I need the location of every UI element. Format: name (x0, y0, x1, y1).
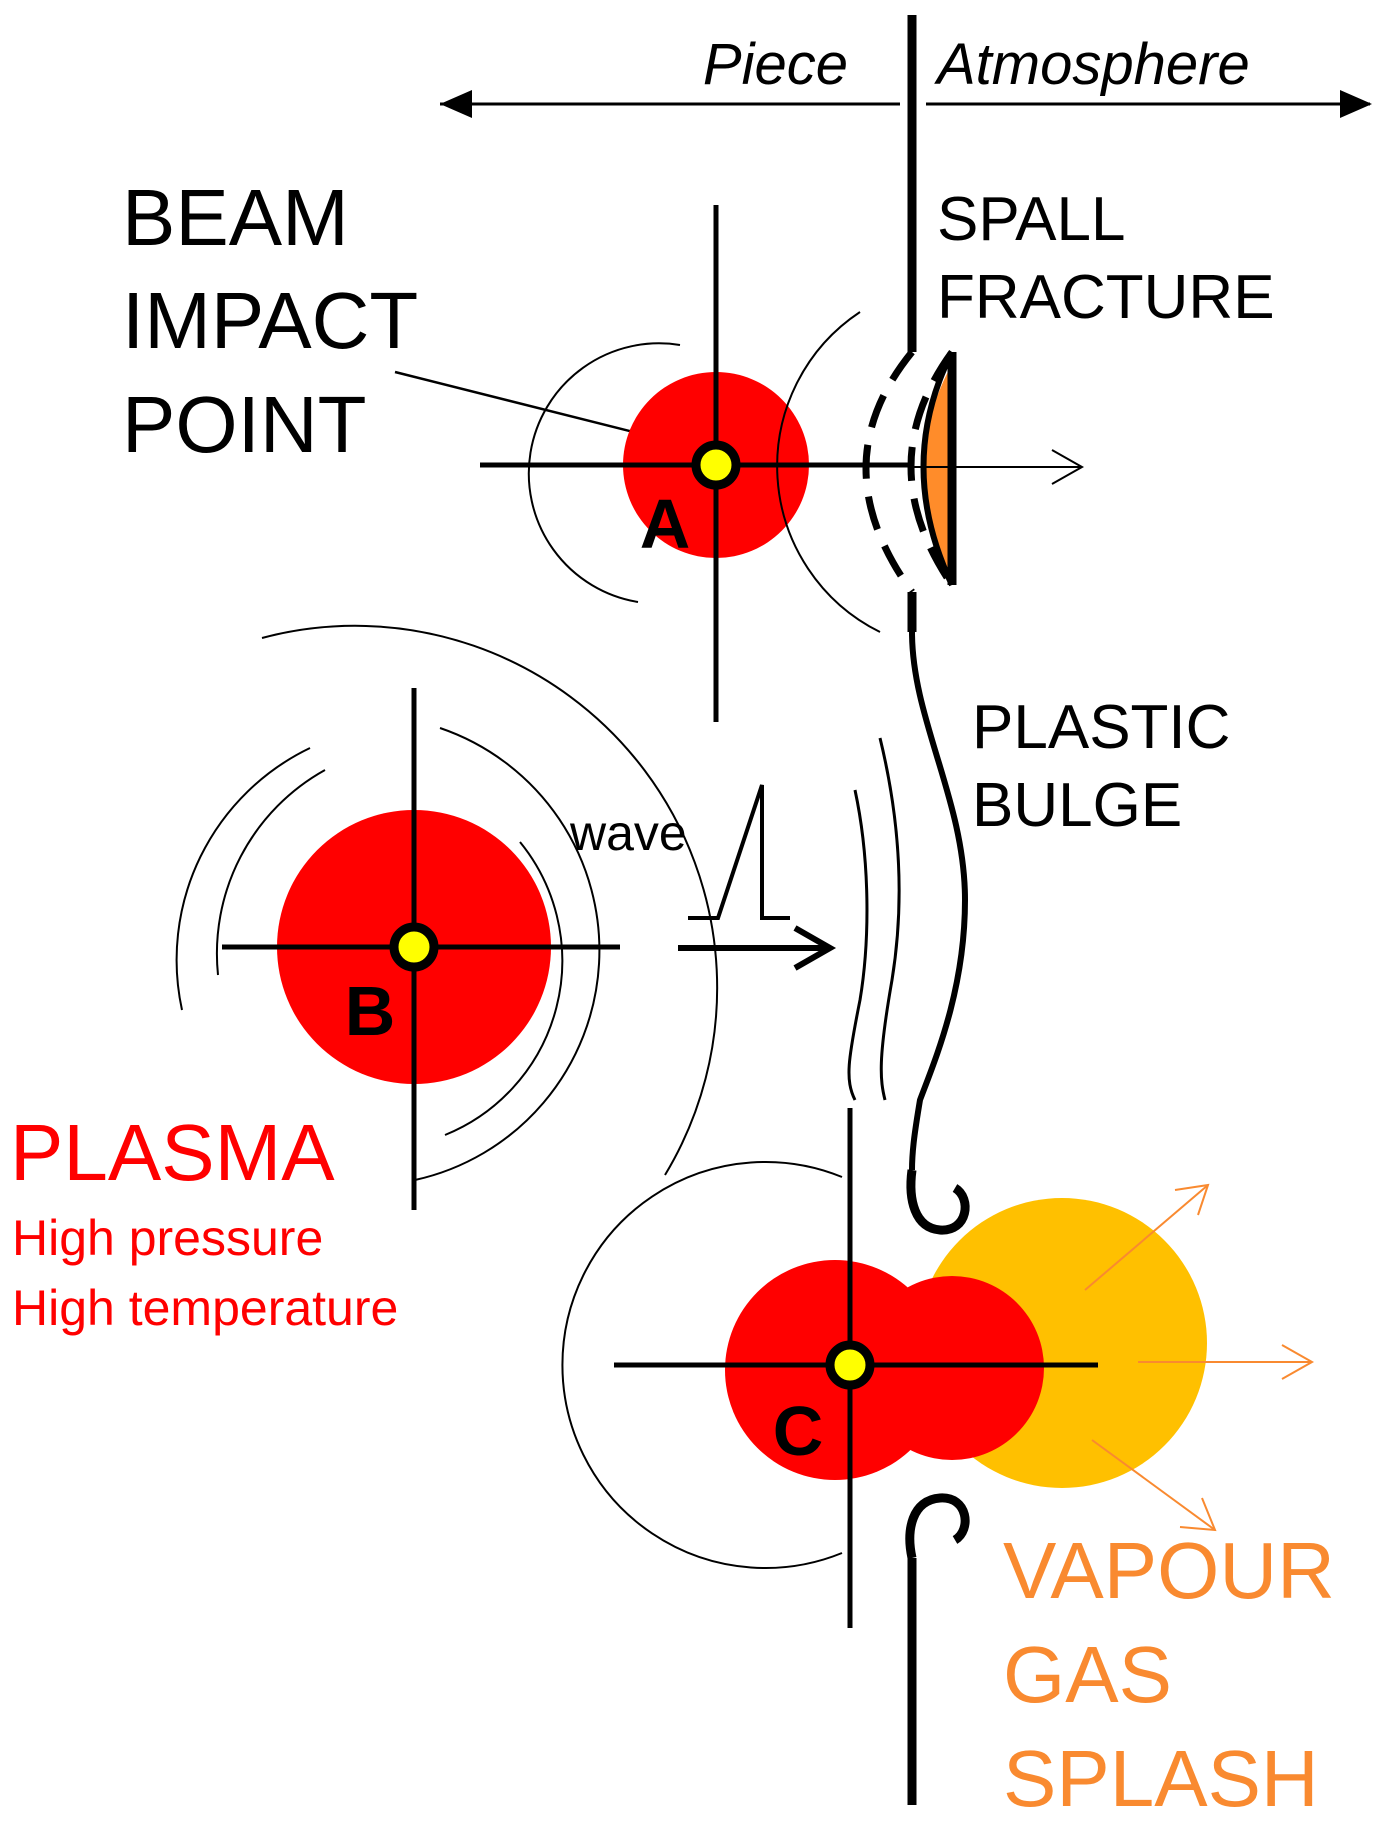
wall-curl-bottom (905, 1493, 970, 1559)
shock-arc-b-right-inner (444, 841, 564, 1136)
wave-label: wave (569, 805, 687, 861)
impact-dot-c (825, 1340, 875, 1390)
beam-impact-line-3: POINT (122, 380, 366, 469)
vapour-line-1: VAPOUR (1003, 1526, 1335, 1615)
atmosphere-label: Atmosphere (934, 32, 1250, 97)
plastic-bulge-line-1: PLASTIC (972, 693, 1230, 762)
vapour-arrow-up (1084, 1184, 1209, 1291)
spall-fracture-line-1: SPALL (937, 185, 1125, 254)
stress-wave: wave (569, 784, 837, 971)
bulge-wave-line-2 (878, 737, 901, 1101)
atmosphere-arrowhead (1340, 90, 1372, 118)
vapour-arrow-down (1091, 1439, 1216, 1531)
vapour-arrow-right-head (1281, 1344, 1315, 1380)
vapour-arrow-up-head (1174, 1183, 1210, 1216)
plastic-bulge-wall (909, 631, 969, 1171)
shock-arc-a-inner (527, 342, 681, 603)
plasma-title: PLASMA (10, 1108, 335, 1197)
shock-arc-b-right-outer (414, 727, 601, 1181)
spall-fragment (925, 368, 950, 578)
beam-impact-label: BEAM IMPACT POINT (122, 173, 706, 469)
header-axis: Piece Atmosphere (440, 32, 1372, 118)
vapour-line-3: SPLASH (1003, 1734, 1319, 1823)
vapour-arrows (1084, 1183, 1315, 1532)
impact-dot-a (691, 440, 741, 490)
beam-impact-line-2: IMPACT (122, 276, 418, 365)
plasma-line-2: High temperature (12, 1280, 398, 1336)
piece-arrowhead (440, 90, 472, 118)
wall-curl-top (906, 1169, 970, 1235)
plasma-label: PLASMA High pressure High temperature (10, 1108, 398, 1336)
impact-dot-b (389, 922, 439, 972)
spall-dashed-arc-inner (862, 349, 915, 595)
point-c-label: C (773, 1392, 824, 1470)
vapour-line-2: GAS (1003, 1630, 1172, 1719)
plastic-bulge-label: PLASTIC BULGE (972, 693, 1230, 840)
wave-direction-arrowhead (793, 925, 837, 971)
spall-fracture-label: SPALL FRACTURE (937, 185, 1275, 332)
shock-arc-b-left-outer (175, 747, 311, 1011)
wave-pulse-shape (688, 784, 790, 920)
vapour-arrow-down-head (1179, 1497, 1217, 1532)
shock-arc-a-outer (776, 311, 881, 633)
plasma-line-1: High pressure (12, 1210, 323, 1266)
spall-fracture (862, 349, 1085, 595)
plastic-bulge-line-2: BULGE (972, 771, 1182, 840)
shock-arc-c (561, 1161, 843, 1569)
bulge-waves (847, 737, 901, 1101)
spall-dashed-arc-outer (907, 349, 955, 587)
spall-ejection-arrowhead (1051, 449, 1085, 485)
beam-impact-line-1: BEAM (122, 173, 349, 262)
impact-point-c: C (561, 1108, 1207, 1628)
plasma-c-right (860, 1276, 1044, 1460)
impact-point-a: A (480, 205, 912, 722)
point-a-label: A (640, 485, 691, 563)
piece-label: Piece (703, 32, 848, 97)
vapour-label: VAPOUR GAS SPLASH (1003, 1526, 1335, 1823)
bulge-wave-line-1 (847, 789, 869, 1101)
wall (905, 15, 970, 1805)
shock-arc-b-left-inner (215, 769, 326, 976)
shock-arc-b-outer (261, 624, 719, 1176)
spall-fracture-line-2: FRACTURE (937, 263, 1275, 332)
point-b-label: B (345, 972, 396, 1050)
impact-point-b: B (175, 624, 719, 1210)
